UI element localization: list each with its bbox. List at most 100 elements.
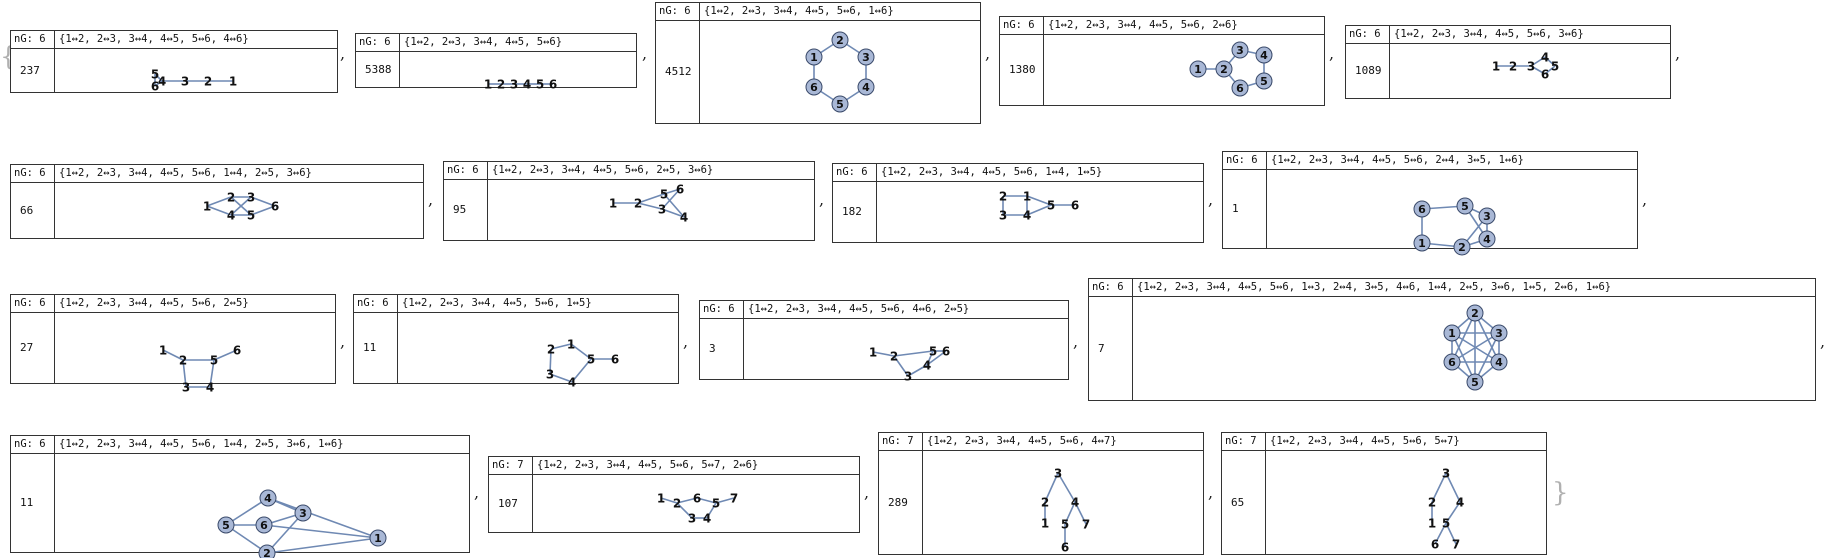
graph-node-label: 2 bbox=[1458, 241, 1466, 254]
graph-node-label: 1 bbox=[1418, 237, 1426, 250]
graph-node bbox=[1255, 46, 1273, 64]
graph-node-label: 5 bbox=[587, 353, 595, 367]
cell-header bbox=[1000, 17, 1324, 35]
graph-edge bbox=[213, 349, 238, 361]
graph-edge bbox=[206, 205, 232, 216]
list-separator: , bbox=[864, 483, 870, 502]
node-count-label: nG: 6 bbox=[11, 436, 55, 453]
graph-node bbox=[1466, 304, 1484, 322]
graph-node-label: 7 bbox=[1452, 538, 1460, 552]
graph-node-label: 4 bbox=[862, 81, 870, 94]
graph-node bbox=[1466, 373, 1484, 391]
graph-node-label: 4 bbox=[158, 75, 166, 89]
cell-header bbox=[354, 295, 678, 313]
occurrence-count: 66 bbox=[11, 182, 55, 238]
graph-edge bbox=[182, 359, 187, 388]
graph-edge bbox=[263, 524, 379, 539]
node-count-label: nG: 6 bbox=[354, 295, 398, 312]
graph-node bbox=[1231, 79, 1249, 97]
graph-cell: nG: 6{1↔2, 2↔3, 3↔4, 4↔5, 5↔6, 1↔4, 2↔5,… bbox=[10, 164, 424, 239]
graph-edge bbox=[1445, 501, 1461, 524]
graph-node-label: 3 bbox=[862, 51, 870, 64]
graph-edge bbox=[926, 350, 947, 366]
node-count-label: nG: 6 bbox=[656, 3, 700, 20]
node-count-label: nG: 6 bbox=[1000, 17, 1044, 34]
graph-node-label: 5 bbox=[1471, 376, 1479, 389]
graph-node-label: 3 bbox=[1236, 44, 1244, 57]
graph-node-label: 6 bbox=[693, 492, 701, 506]
graph-node bbox=[857, 48, 875, 66]
occurrence-count: 5388 bbox=[356, 51, 400, 87]
graph-node-label: 2 bbox=[547, 343, 555, 357]
graph-cell: nG: 6{1↔2, 2↔3, 3↔4, 4↔5, 5↔6, 2↔5, 3↔6}… bbox=[443, 161, 815, 241]
edge-list-label: {1↔2, 2↔3, 3↔4, 4↔5, 5↔6, 4↔7} bbox=[927, 435, 1117, 447]
graph-edge bbox=[1431, 472, 1447, 503]
graph-node-label: 1 bbox=[609, 197, 617, 211]
graph-node bbox=[805, 78, 823, 96]
list-separator: , bbox=[1208, 190, 1214, 209]
graph-node-label: 6 bbox=[1061, 541, 1069, 555]
graph-node-label: 1 bbox=[567, 338, 575, 352]
list-separator: , bbox=[1329, 44, 1335, 63]
graph-edge bbox=[706, 502, 717, 519]
list-separator: , bbox=[985, 44, 991, 63]
graph-edge bbox=[1530, 56, 1546, 67]
graph-edge bbox=[1530, 65, 1546, 75]
graph-node-label: 5 bbox=[1442, 517, 1450, 531]
graph-edge bbox=[663, 193, 685, 218]
node-count-label: nG: 6 bbox=[444, 162, 488, 179]
occurrence-count: 11 bbox=[354, 312, 398, 383]
graph-node-label: 2 bbox=[836, 34, 844, 47]
graph-node-label: 2 bbox=[497, 78, 505, 92]
edge-list-label: {1↔2, 2↔3, 3↔4, 4↔5, 5↔6, 1↔3, 2↔4, 3↔5,… bbox=[1137, 281, 1612, 293]
graph-edge bbox=[162, 349, 184, 361]
graph-edge bbox=[1445, 472, 1461, 503]
occurrence-count: 182 bbox=[833, 181, 877, 242]
cell-header bbox=[1223, 152, 1637, 170]
edge-list-label: {1↔2, 2↔3, 3↔4, 4↔5, 5↔6, 1↔4, 2↔5, 3↔6} bbox=[59, 167, 312, 179]
graph-node-label: 4 bbox=[1495, 356, 1503, 369]
graph-edge bbox=[661, 188, 681, 210]
graph-node-label: 2 bbox=[1041, 496, 1049, 510]
graph-node-label: 2 bbox=[1471, 307, 1479, 320]
graph-node-label: 4 bbox=[703, 512, 711, 526]
graph-node-label: 1 bbox=[1041, 517, 1049, 531]
graph-node-label: 1 bbox=[1023, 190, 1031, 204]
edge-list-label: {1↔2, 2↔3, 3↔4, 4↔5, 5↔6, 1↔6} bbox=[704, 5, 894, 17]
graph-node-label: 3 bbox=[904, 370, 912, 384]
graph-node bbox=[1231, 41, 1249, 59]
graph-node-label: 4 bbox=[1456, 496, 1464, 510]
graph-node bbox=[831, 95, 849, 113]
edge-list-label: {1↔2, 2↔3, 3↔4, 4↔5, 5↔6, 5↔7, 2↔6} bbox=[537, 459, 759, 471]
graph-edge bbox=[715, 497, 735, 504]
graph-node-label: 2 bbox=[890, 350, 898, 364]
graph-node-label: 1 bbox=[229, 75, 237, 89]
graph-node-label: 3 bbox=[546, 368, 554, 382]
cell-header bbox=[656, 3, 980, 21]
edge-list-label: {1↔2, 2↔3, 3↔4, 4↔5, 5↔6, 4↔6} bbox=[59, 33, 249, 45]
graph-node-label: 3 bbox=[1527, 60, 1535, 74]
cell-header bbox=[11, 31, 337, 49]
graph-node-label: 2 bbox=[204, 75, 212, 89]
graph-node-label: 2 bbox=[1509, 60, 1517, 74]
graph-node-label: 6 bbox=[611, 353, 619, 367]
node-count-label: nG: 6 bbox=[356, 34, 400, 51]
graph-edge bbox=[549, 348, 552, 375]
graph-node-label: 4 bbox=[1483, 233, 1491, 246]
graph-node-label: 6 bbox=[1541, 68, 1549, 82]
cell-header bbox=[833, 164, 1203, 182]
list-separator: , bbox=[819, 190, 825, 209]
cell-header bbox=[879, 433, 1203, 451]
graph-node-label: 4 bbox=[923, 359, 931, 373]
graph-node bbox=[1453, 238, 1471, 256]
cell-header bbox=[1222, 433, 1546, 451]
graph-edge bbox=[250, 196, 276, 207]
graph-cell: nG: 6{1↔2, 2↔3, 3↔4, 4↔5, 5↔6, 4↔6, 2↔5}… bbox=[699, 300, 1069, 384]
graph-node-label: 5 bbox=[1047, 199, 1055, 213]
